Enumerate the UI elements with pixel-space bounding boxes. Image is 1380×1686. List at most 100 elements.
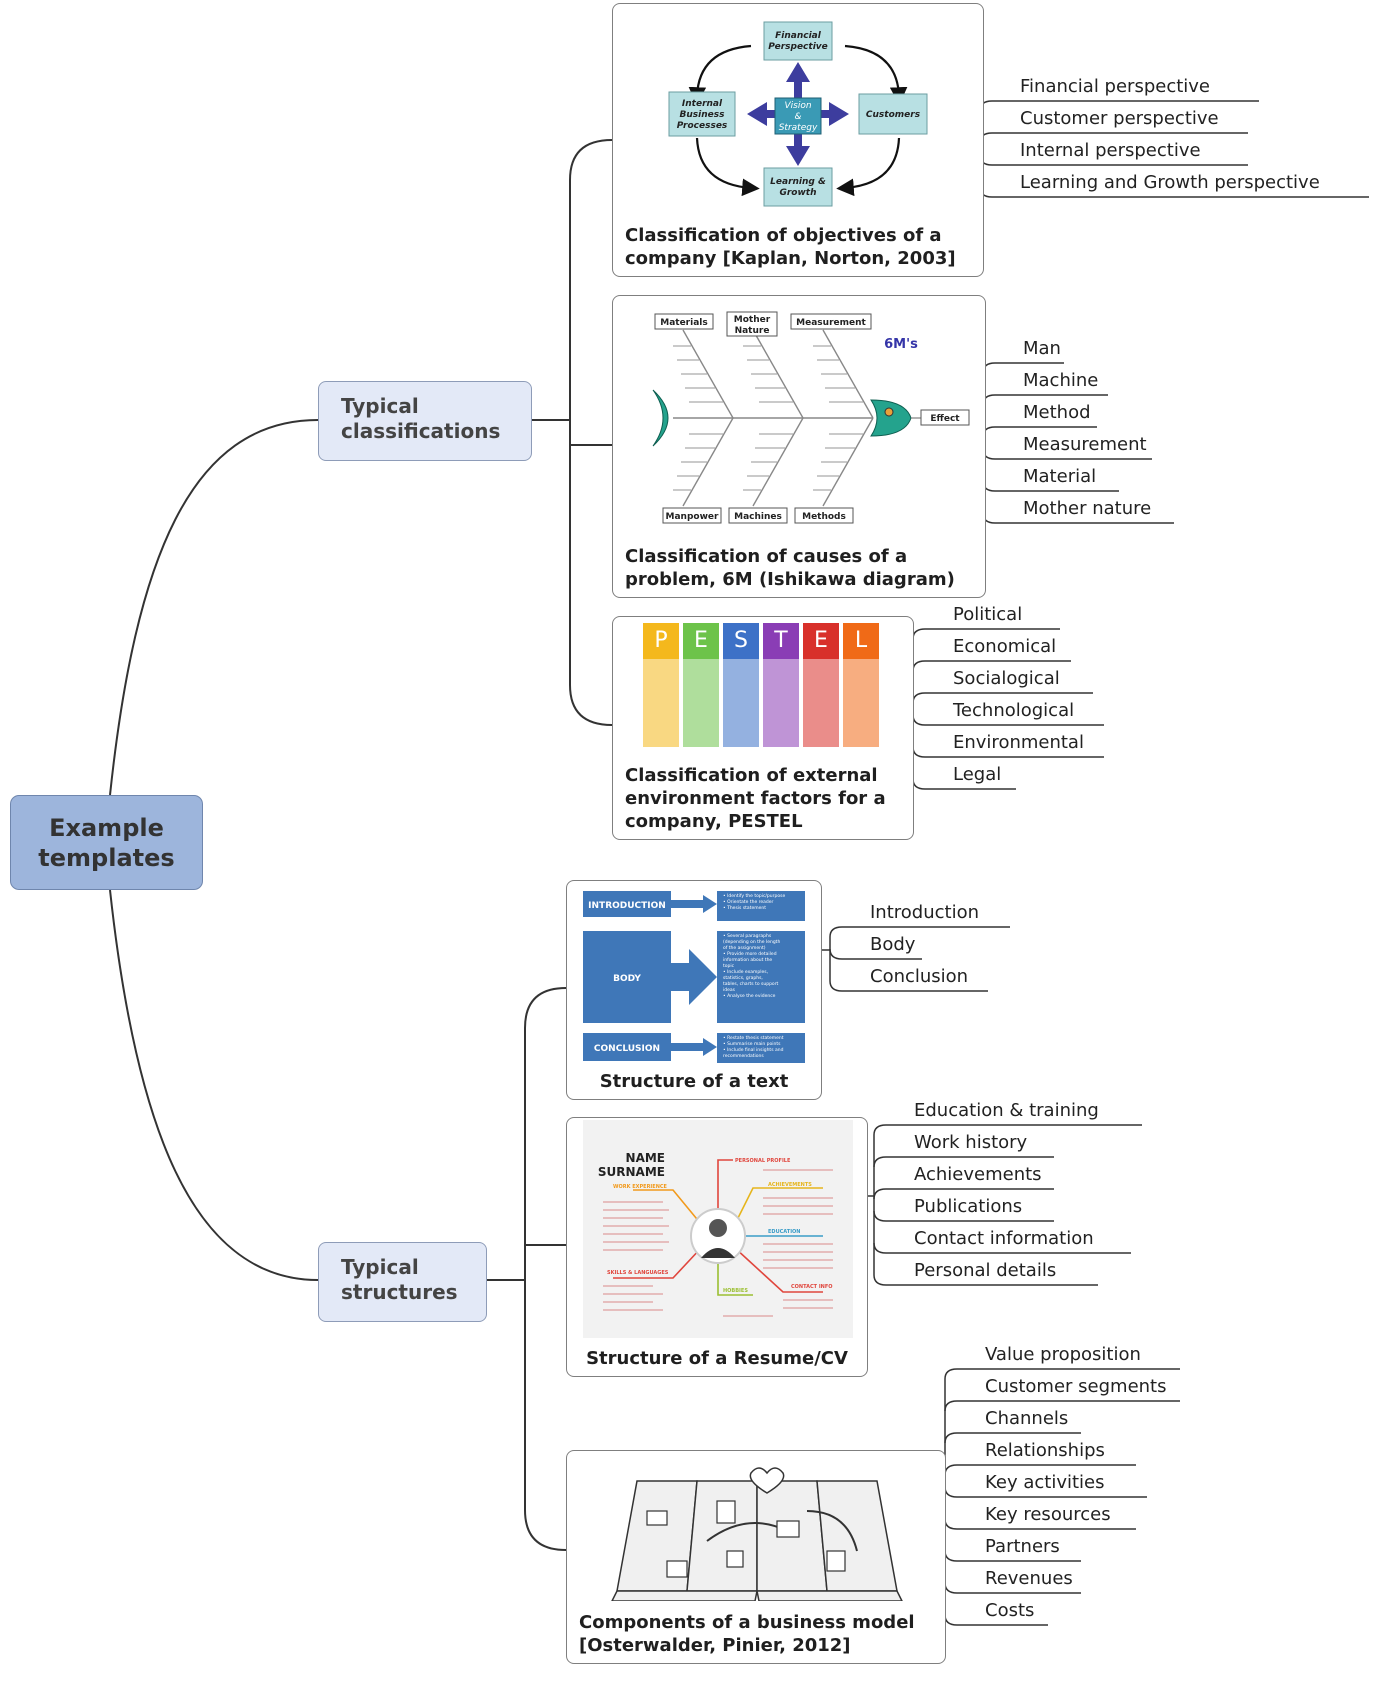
leaf-node[interactable]: Personal details [914, 1260, 1057, 1281]
leaf-node[interactable]: Machine [1023, 370, 1099, 391]
leaf-node[interactable]: Socialogical [953, 668, 1060, 689]
text-bullet: • Include examples, [723, 969, 768, 975]
leaf-node[interactable]: Achievements [914, 1164, 1042, 1185]
text-bullet: • Orientate the reader [723, 899, 774, 905]
bsc-bottom-label: Learning &Growth [770, 177, 826, 198]
text-bullet: • Thesis statement [723, 905, 766, 911]
leaf-node[interactable]: Customer segments [985, 1376, 1167, 1397]
text-section-1: BODY [613, 974, 641, 984]
card-caption: Components of a business model [Osterwal… [579, 1612, 915, 1656]
root-label: Example templates [38, 813, 175, 872]
text-bullet: ideas [723, 987, 736, 993]
pestel-column: T [763, 623, 799, 747]
pestel-letter: S [723, 623, 759, 659]
leaf-node[interactable]: Publications [914, 1196, 1023, 1217]
text-bullet: • Include final insights and [723, 1047, 784, 1053]
root-node[interactable]: Example templates [10, 795, 203, 890]
leaf-node[interactable]: Key resources [985, 1504, 1111, 1525]
leaf-node[interactable]: Environmental [953, 732, 1084, 753]
leaf-node[interactable]: Body [870, 934, 916, 955]
text-section-0: INTRODUCTION [588, 901, 666, 911]
pestel-body [723, 659, 759, 747]
pestel-letter: P [643, 623, 679, 659]
leaf-node[interactable]: Measurement [1023, 434, 1147, 455]
text-bullet: (depending on the length [723, 939, 780, 945]
leaf-node[interactable]: Mother nature [1023, 498, 1152, 519]
leaf-node[interactable]: Technological [953, 700, 1075, 721]
card-business-model[interactable]: Components of a business model [Osterwal… [566, 1450, 946, 1664]
pestel-body [643, 659, 679, 747]
branch-label: Typical structures [341, 1255, 458, 1304]
text-bullet: of the assignment) [723, 945, 766, 951]
resume-section-0: PERSONAL PROFILE [735, 1158, 791, 1164]
leaf-node[interactable]: Financial perspective [1020, 76, 1211, 97]
pestel-column: E [803, 623, 839, 747]
text-bullet: statistics, graphs, [723, 975, 763, 981]
leaf-node[interactable]: Channels [985, 1408, 1069, 1429]
ishikawa-label-bottom-1: Machines [734, 512, 782, 522]
leaf-node[interactable]: Education & training [914, 1100, 1099, 1121]
resume-section-5: HOBBIES [723, 1288, 748, 1294]
leaf-node[interactable]: Political [953, 604, 1023, 625]
resume-section-4: SKILLS & LANGUAGES [607, 1270, 669, 1276]
leaf-node[interactable]: Economical [953, 636, 1057, 657]
text-bullet: tables, charts to support [723, 981, 779, 987]
leaf-node[interactable]: Customer perspective [1020, 108, 1219, 129]
ishikawa-label-bottom-0: Manpower [666, 512, 719, 522]
leaf-node[interactable]: Internal perspective [1020, 140, 1201, 161]
leaf-node[interactable]: Conclusion [870, 966, 969, 987]
text-bullet: • Restate thesis statement [723, 1035, 784, 1041]
text-bullet: • Several paragraphs [723, 933, 772, 939]
resume-section-6: CONTACT INFO [791, 1284, 833, 1290]
leaf-node[interactable]: Relationships [985, 1440, 1105, 1461]
resume-section-1: WORK EXPERIENCE [613, 1184, 668, 1190]
leaf-node[interactable]: Value proposition [985, 1344, 1141, 1365]
text-structure-diagram: INTRODUCTION BODY CONCLUSION • Identify … [583, 891, 805, 1063]
leaf-node[interactable]: Introduction [870, 902, 980, 923]
bsc-center-label: Vision&Strategy [779, 101, 818, 133]
branch-label: Typical classifications [341, 394, 501, 443]
card-text-structure[interactable]: INTRODUCTION BODY CONCLUSION • Identify … [566, 880, 822, 1100]
card-caption: Classification of causes of a problem, 6… [625, 546, 955, 590]
pestel-column: L [843, 623, 879, 747]
pestel-letter: E [683, 623, 719, 659]
text-bullet: • Provide more detailed [723, 951, 777, 957]
branch-typical-classifications[interactable]: Typical classifications [318, 381, 532, 461]
leaf-node[interactable]: Material [1023, 466, 1097, 487]
pestel-body [683, 659, 719, 747]
text-bullet: • Identify the topic/purpose [723, 893, 785, 899]
leaf-node[interactable]: Legal [953, 764, 1002, 785]
leaf-node[interactable]: Contact information [914, 1228, 1094, 1249]
leaf-node[interactable]: Method [1023, 402, 1091, 423]
leaf-node[interactable]: Revenues [985, 1568, 1073, 1589]
pestel-body [843, 659, 879, 747]
ishikawa-effect: Effect [930, 414, 960, 424]
leaf-node[interactable]: Work history [914, 1132, 1028, 1153]
leaf-node[interactable]: Costs [985, 1600, 1035, 1621]
card-caption: Classification of external environment f… [625, 765, 886, 832]
resume-section-2: ACHIEVEMENTS [768, 1182, 812, 1188]
branch-typical-structures[interactable]: Typical structures [318, 1242, 487, 1322]
pestel-column: P [643, 623, 679, 747]
ishikawa-label-top-2: Measurement [796, 318, 866, 328]
text-bullet: • Analyse the evidence [723, 993, 776, 999]
resume-section-3: EDUCATION [768, 1229, 800, 1235]
leaf-node[interactable]: Partners [985, 1536, 1060, 1557]
card-caption: Structure of a Resume/CV [586, 1348, 848, 1369]
pestel-letter: T [763, 623, 799, 659]
leaf-node[interactable]: Key activities [985, 1472, 1105, 1493]
leaf-node[interactable]: Man [1023, 338, 1061, 359]
pestel-body [803, 659, 839, 747]
leaf-node[interactable]: Learning and Growth perspective [1020, 172, 1320, 193]
